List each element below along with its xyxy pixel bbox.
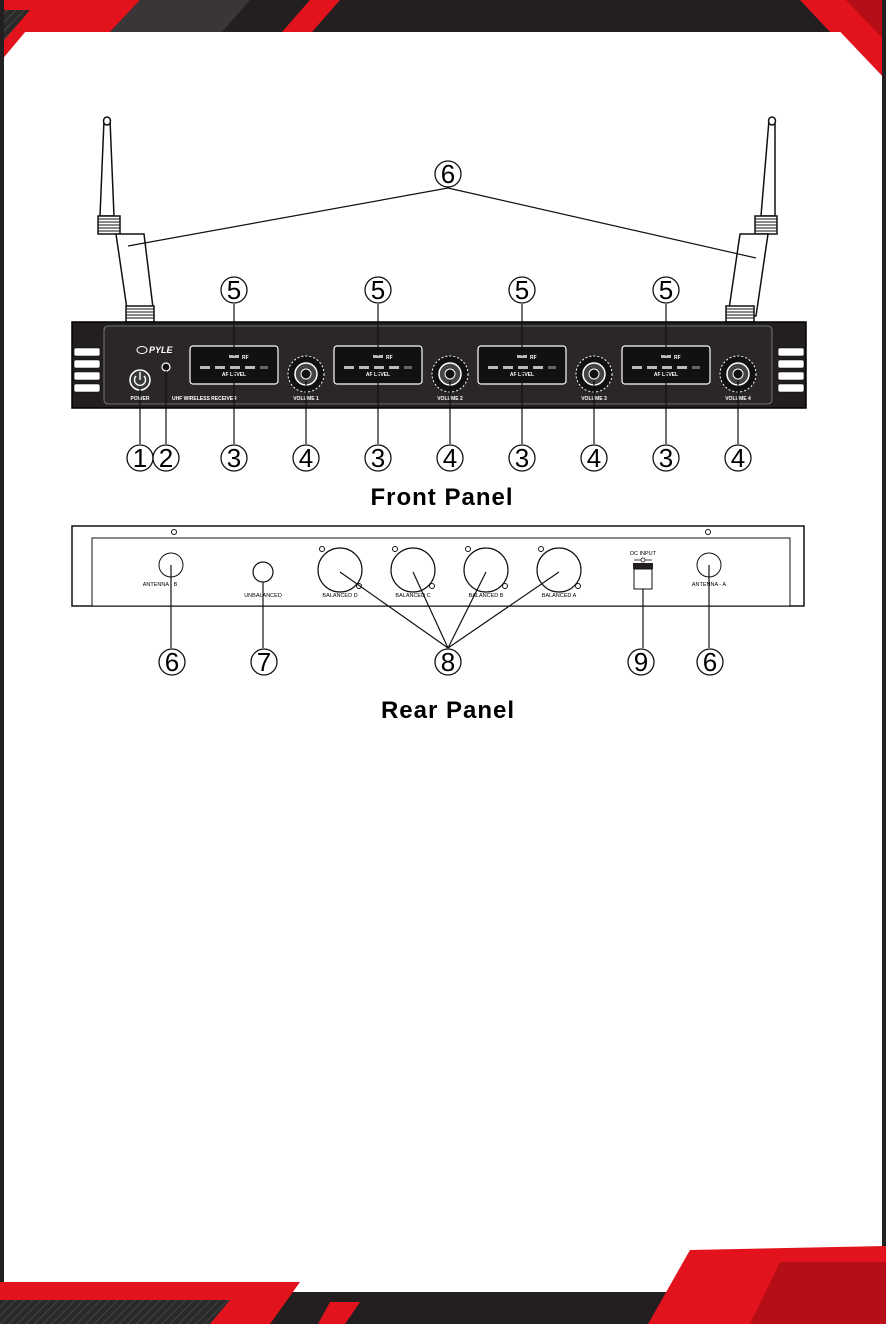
svg-text:7: 7 (257, 647, 271, 677)
svg-text:3: 3 (227, 443, 241, 473)
unbalanced-jack (253, 562, 273, 582)
callout-power: 1 (133, 443, 147, 473)
dc-input-label: DC INPUT (630, 551, 657, 557)
svg-text:RF: RF (674, 355, 681, 361)
svg-text:RF: RF (386, 355, 393, 361)
rear-panel: ANTENNA - B UNBALANCED BALANCED D BALANC… (72, 526, 804, 724)
callouts-bottom-front: 1 2 3 4 3 4 3 4 3 4 (127, 443, 751, 473)
svg-text:3: 3 (515, 443, 529, 473)
svg-text:5: 5 (227, 275, 241, 305)
callouts-rear: 6 7 8 9 6 (159, 647, 723, 677)
svg-text:4: 4 (299, 443, 313, 473)
power-led (162, 363, 170, 371)
balanced-a-label: BALANCED A (542, 593, 577, 599)
antenna-b-label: ANTENNA - B (143, 582, 178, 588)
power-button[interactable] (130, 370, 150, 390)
svg-text:3: 3 (659, 443, 673, 473)
model-label: UHF WIRELESS RECEIVER (172, 396, 237, 402)
svg-text:5: 5 (515, 275, 529, 305)
front-panel: PYLE POWER UHF WIRELESS RECEIVER RF AF L… (72, 117, 806, 511)
svg-text:8: 8 (441, 647, 455, 677)
svg-text:5: 5 (371, 275, 385, 305)
antenna-left (98, 117, 154, 322)
svg-text:4: 4 (731, 443, 745, 473)
svg-text:3: 3 (371, 443, 385, 473)
svg-text:6: 6 (703, 647, 717, 677)
svg-text:RF: RF (530, 355, 537, 361)
svg-text:PYLE: PYLE (149, 345, 174, 355)
balanced-d-label: BALANCED D (322, 593, 357, 599)
svg-text:5: 5 (659, 275, 673, 305)
svg-text:4: 4 (587, 443, 601, 473)
callout-led: 2 (159, 443, 173, 473)
svg-text:RF: RF (242, 355, 249, 361)
rear-panel-title: Rear Panel (381, 697, 515, 724)
antenna-right (726, 117, 777, 322)
svg-text:6: 6 (165, 647, 179, 677)
svg-text:9: 9 (634, 647, 648, 677)
front-panel-title: Front Panel (370, 484, 513, 511)
svg-text:6: 6 (441, 159, 455, 189)
svg-text:4: 4 (443, 443, 457, 473)
callouts-rf-indicator: 5 5 5 5 (221, 275, 679, 305)
footer-decoration (0, 1246, 886, 1324)
callout-antenna-front: 6 (435, 159, 461, 189)
